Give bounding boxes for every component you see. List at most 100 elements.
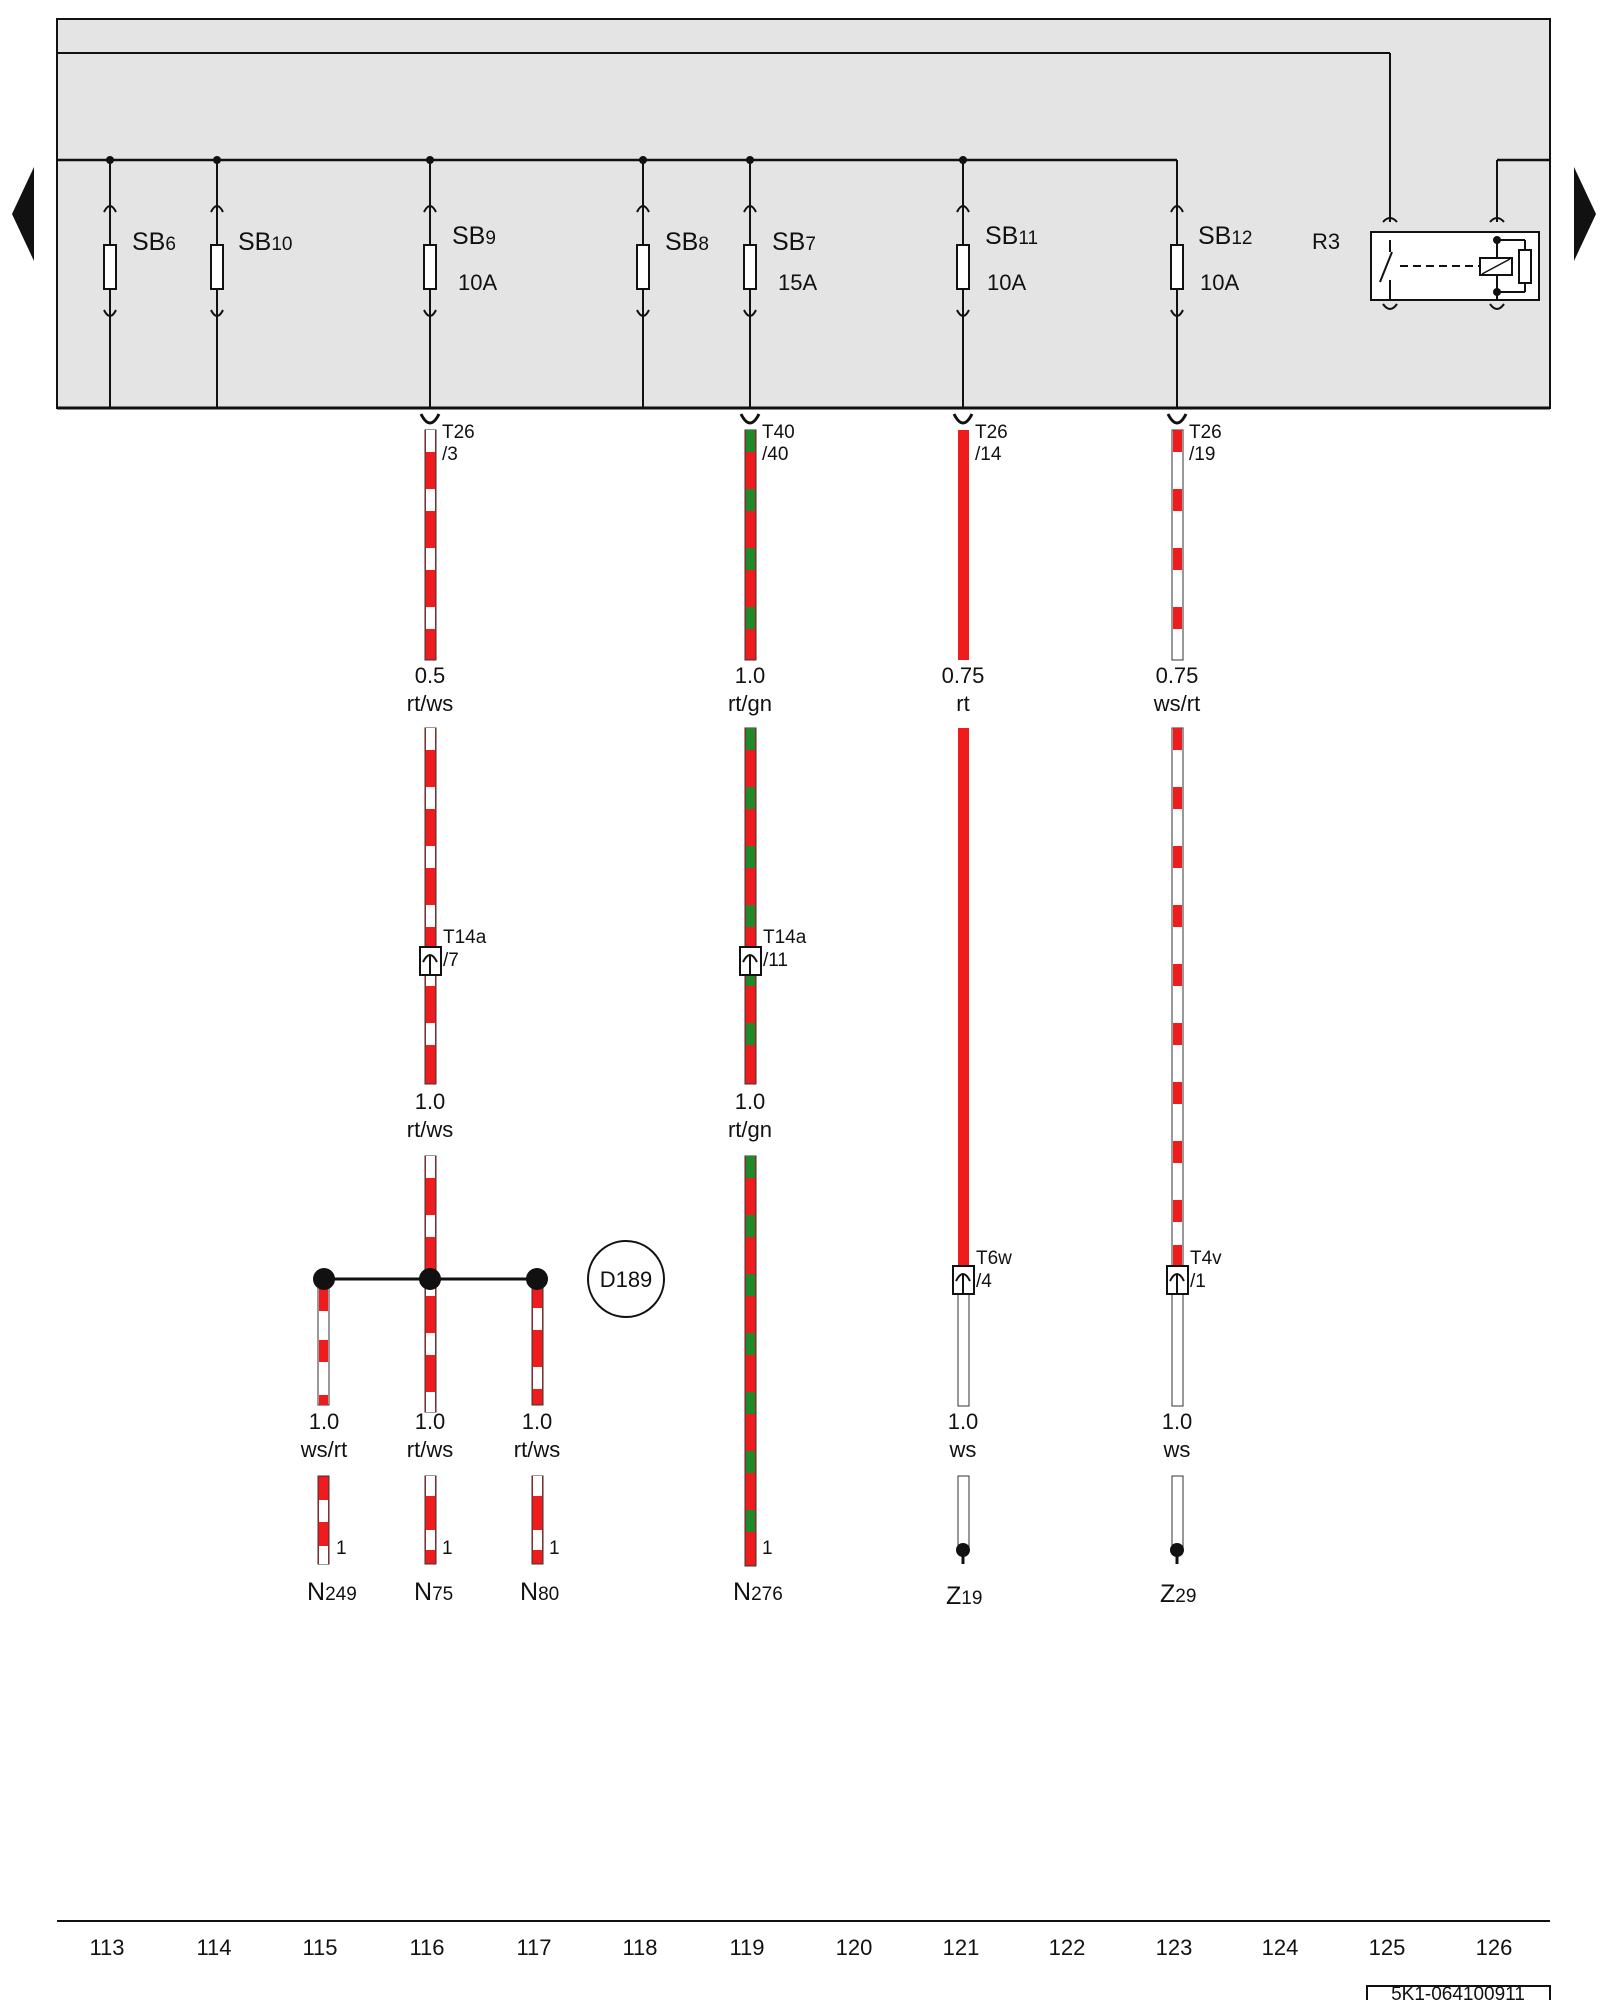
connector-t26-14-pin: /14 (975, 444, 1002, 465)
splice-d189: D189 (313, 1240, 665, 1406)
wire-116c-color: rt/ws (407, 1437, 453, 1462)
wire-123a-color: ws/rt (1153, 691, 1200, 716)
component-n276: N (733, 1578, 751, 1606)
grid-number: 123 (1156, 1935, 1193, 1960)
fuse-label-sb12-sub: 12 (1231, 228, 1252, 249)
grid-number: 121 (943, 1935, 980, 1960)
svg-text:N249: N249 (307, 1578, 357, 1606)
component-n75-sub: 75 (432, 1584, 453, 1605)
wire-116b-color: rt/ws (407, 1117, 453, 1142)
connector-t26-19-name: T26 (1189, 422, 1222, 443)
fuse-symbol-icon (210, 244, 224, 290)
connector-t26-3-name: T26 (442, 422, 475, 443)
fuse-symbol-icon (636, 244, 650, 290)
wire-121c-size: 1.0 (948, 1409, 979, 1434)
wire-123c-color: ws (1163, 1437, 1191, 1462)
fuse-label-sb9: SB (452, 222, 485, 250)
wire-117-stripes (533, 1308, 542, 1389)
connector-t14a-7: T14a /7 (419, 927, 487, 976)
fuse-label-sb6-sub: 6 (165, 234, 176, 255)
fuse-label-sb9-sub: 9 (485, 228, 496, 249)
wire-column-121 (957, 430, 970, 1549)
connector-t6w-4: T6w /4 (952, 1248, 1012, 1295)
wire-121c-color: ws (949, 1437, 977, 1462)
splice-label-circle (587, 1240, 665, 1318)
fuse-label-sb11: SB (985, 222, 1018, 250)
wire-119a-size: 1.0 (735, 663, 766, 688)
component-z19: Z (946, 1582, 961, 1610)
wire-121a-size: 0.75 (942, 663, 985, 688)
svg-text:Z19: Z19 (946, 1582, 982, 1610)
fuse-symbol-icon (103, 244, 117, 290)
connector-t14a-11: T14a /11 (739, 927, 807, 976)
splice-dot-115 (313, 1268, 335, 1290)
fuse-symbol-icon (956, 244, 970, 290)
grid-number: 117 (516, 1935, 551, 1960)
fuse-label-sb10: SB (238, 228, 271, 256)
connector-t6w-4-name: T6w (976, 1248, 1012, 1269)
wire-116a-size: 0.5 (415, 663, 446, 688)
splice-dot-117 (526, 1268, 548, 1290)
splice-dot-116 (419, 1268, 441, 1290)
fuse-rating-sb11: 10A (987, 270, 1026, 295)
fuse-sb8: SB8 (636, 160, 709, 407)
fuse-label-sb12: SB (1198, 222, 1231, 250)
wire-116b-size: 1.0 (415, 1089, 446, 1114)
fuse-label-sb10-sub: 10 (271, 234, 292, 255)
fuse-sb12: SB12 10A (1170, 160, 1253, 407)
fuse-rating-sb12: 10A (1200, 270, 1239, 295)
component-n80: N (520, 1578, 538, 1606)
fuse-symbol-icon (423, 244, 437, 290)
wire-labels: 0.5 rt/ws 1.0 rt/gn 0.75 rt 0.75 ws/rt 1… (300, 663, 1200, 1462)
connector-t26-3-pin: /3 (442, 444, 458, 465)
wire-123-stripes (1173, 430, 1182, 1267)
relay-r3: R3 (1312, 217, 1540, 310)
grid-number: 118 (622, 1935, 657, 1960)
connector-t4v-1-pin: /1 (1190, 1271, 1206, 1292)
wire-116a-color: rt/ws (407, 691, 453, 716)
wire-117c-color: rt/ws (514, 1437, 560, 1462)
fuse-sb6: SB6 (103, 160, 176, 407)
svg-text:Z29: Z29 (1160, 1580, 1196, 1608)
grid-number: 116 (409, 1935, 444, 1960)
connector-t14a-7-name: T14a (443, 927, 487, 948)
fuse-label-sb11-sub: 11 (1018, 228, 1038, 249)
fuse-symbol-icon (743, 244, 757, 290)
doc-code: 5K1-064100911 (1391, 1984, 1525, 2000)
grid-number: 114 (196, 1935, 231, 1960)
component-z19-sub: 19 (961, 1588, 982, 1609)
pin-n249: 1 (336, 1538, 347, 1559)
svg-text:SB8: SB8 (665, 228, 709, 256)
svg-text:SB6: SB6 (132, 228, 176, 256)
connector-t6w-4-pin: /4 (976, 1271, 992, 1292)
svg-text:SB12: SB12 (1198, 222, 1253, 250)
fuse-label-sb6: SB (132, 228, 165, 256)
grid-number: 113 (89, 1935, 124, 1960)
component-n276-sub: 276 (751, 1584, 783, 1605)
wire-117c-size: 1.0 (522, 1409, 553, 1434)
component-n249-sub: 249 (325, 1584, 357, 1605)
grid-number: 119 (729, 1935, 764, 1960)
fuse-symbol-icon (1170, 244, 1184, 290)
wire-121-d (957, 1475, 970, 1549)
connector-t40-40-name: T40 (762, 422, 795, 443)
wire-115c-color: ws/rt (300, 1437, 347, 1462)
triangle-right-icon[interactable] (1574, 167, 1596, 261)
component-n75: N (414, 1578, 432, 1606)
component-z29: Z (1160, 1580, 1175, 1608)
wire-123a-size: 0.75 (1156, 663, 1199, 688)
connector-t14a-11-name: T14a (763, 927, 807, 948)
svg-text:N276: N276 (733, 1578, 783, 1606)
triangle-left-icon[interactable] (12, 167, 34, 261)
grid-number: 126 (1476, 1935, 1513, 1960)
wire-column-119 (744, 429, 757, 1567)
fuse-label-sb8: SB (665, 228, 698, 256)
wire-123c-size: 1.0 (1162, 1409, 1193, 1434)
wire-115-stripes (319, 1289, 328, 1405)
wire-123-d (1171, 1475, 1184, 1549)
grid-numbers: 113 114 115 116 117 118 119 120 121 122 … (89, 1935, 1512, 1960)
fuse-label-sb7-sub: 7 (805, 234, 816, 255)
component-stubs (317, 1475, 544, 1565)
fuse-box (56, 18, 1551, 409)
